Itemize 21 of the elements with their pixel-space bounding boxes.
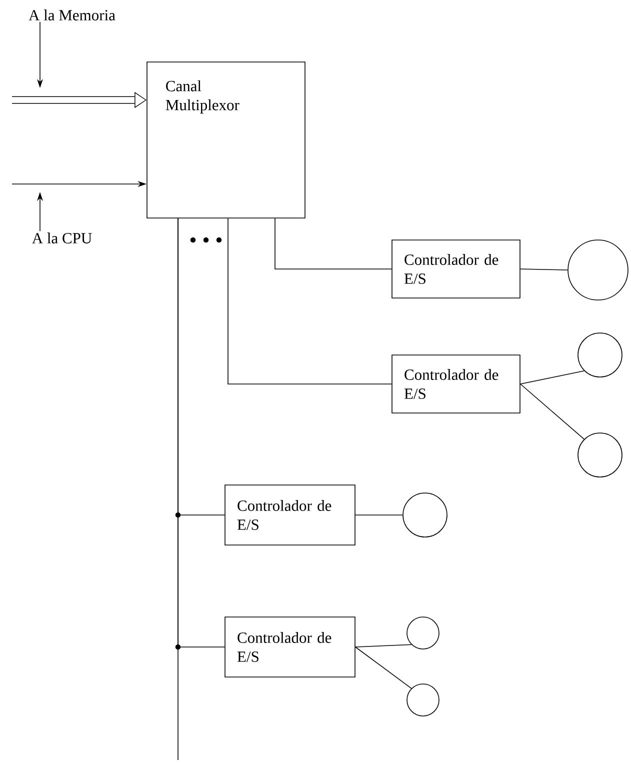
controller-box: Controlador de E/S [224, 616, 356, 678]
connector-line [520, 384, 585, 440]
arrow-caption: A la Memoria [28, 10, 116, 20]
arrow-caption: A la CPU [32, 232, 92, 244]
connector-line [355, 646, 412, 689]
controller-box: Controlador de E/S [224, 484, 356, 546]
device-circle [568, 240, 628, 300]
connector-line [520, 370, 585, 384]
device-circle [402, 492, 448, 538]
device-circle [578, 432, 622, 478]
device-circle [406, 684, 440, 716]
device-circle [406, 616, 440, 650]
controller-box: Controlador de E/S [392, 354, 520, 414]
connector-line [228, 218, 392, 384]
connector-line [355, 644, 412, 648]
connector-line [274, 218, 392, 270]
device-circle [578, 332, 622, 378]
connector-line [520, 268, 568, 270]
canal-box: Canal Multiplexor [146, 62, 306, 218]
connector-line [355, 514, 403, 516]
controller-box: Controlador de E/S [392, 240, 520, 298]
